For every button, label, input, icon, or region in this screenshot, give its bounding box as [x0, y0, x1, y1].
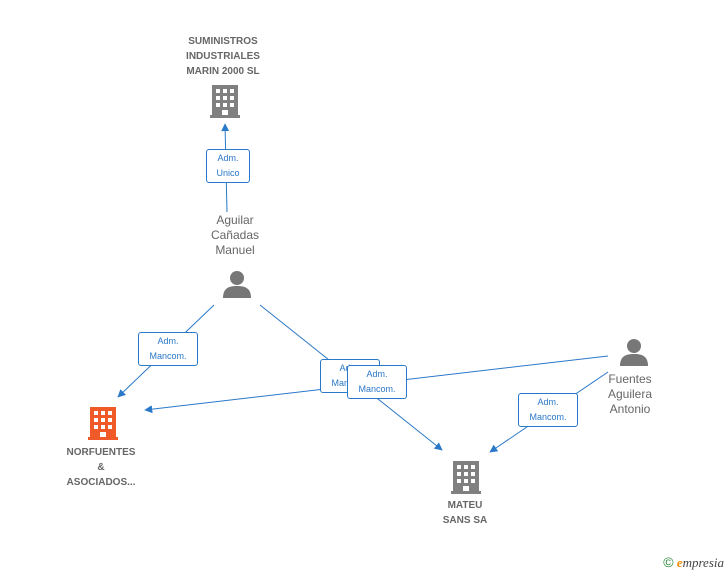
building-icon[interactable] — [451, 461, 481, 494]
brand-name: mpresia — [682, 555, 724, 570]
edge-tag-adm-unico[interactable]: Adm. Unico — [206, 149, 250, 183]
person-label-aguilar[interactable]: Aguilar Cañadas Manuel — [210, 213, 260, 257]
edge-tag-adm-mancom[interactable]: Adm. Mancom. — [518, 393, 578, 427]
edge-tag-line: Mancom. — [529, 412, 567, 422]
edge-tag-line: Adm. — [157, 336, 179, 346]
brand-initial: e — [676, 555, 683, 570]
edge-tag-adm-mancom[interactable]: Adm. Mancom. — [138, 332, 198, 366]
brand-watermark: © empresia — [663, 554, 724, 571]
company-label-suministros[interactable]: SUMINISTROS INDUSTRIALES MARIN 2000 SL — [186, 36, 260, 77]
edge-tag-line: Mancom. — [149, 351, 187, 361]
person-icon[interactable] — [223, 271, 251, 298]
edge-tag-line: Mancom. — [358, 384, 396, 394]
company-label-norfuentes[interactable]: NORFUENTES & ASOCIADOS... — [66, 447, 136, 488]
building-icon[interactable] — [210, 85, 240, 118]
edge-tag-adm-mancom[interactable]: Adm. Mancom. — [347, 365, 407, 399]
edge-tag-line: Adm. — [537, 397, 559, 407]
building-icon-highlighted[interactable] — [88, 407, 118, 440]
edge-tag-line: Unico — [216, 168, 240, 178]
copyright-icon: © — [663, 554, 674, 570]
person-icon[interactable] — [620, 339, 648, 366]
company-label-mateu[interactable]: MATEU SANS SA — [442, 500, 488, 526]
edge-tag-line: Adm. — [217, 153, 239, 163]
edge-tag-line: Adm. — [366, 369, 388, 379]
person-label-fuentes[interactable]: Fuentes Aguilera Antonio — [607, 372, 653, 416]
